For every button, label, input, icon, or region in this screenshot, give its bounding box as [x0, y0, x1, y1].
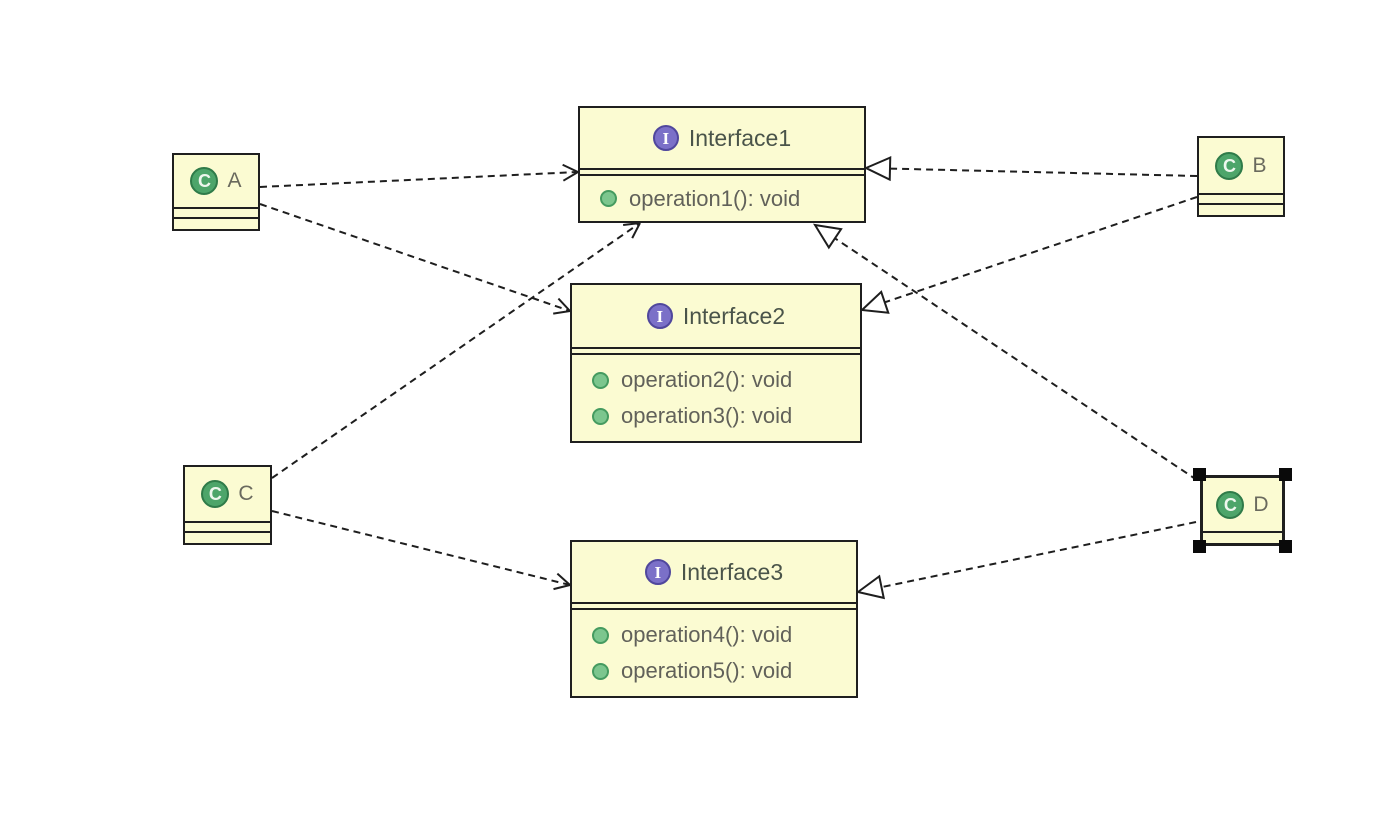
node-classB[interactable]: C B	[1197, 136, 1285, 217]
class-icon: C	[1215, 151, 1244, 180]
open-arrowhead	[556, 572, 571, 586]
compartment-separator	[572, 347, 860, 355]
selection-handle-bottom-left[interactable]	[1193, 540, 1206, 553]
classB-name: B	[1252, 153, 1267, 177]
interface3-name: Interface3	[680, 558, 784, 585]
interface-icon: I	[646, 303, 673, 329]
edge-D-Interface3[interactable]	[855, 521, 1197, 600]
operation-row[interactable]: operation1(): void	[580, 186, 864, 212]
interface2-name: Interface2	[682, 302, 786, 329]
open-arrowhead	[557, 297, 571, 312]
operation-row[interactable]: operation2(): void	[572, 367, 860, 393]
operation-label: operation3(): void	[621, 403, 793, 428]
selection-handle-bottom-right[interactable]	[1279, 540, 1292, 553]
hollow-triangle-arrowhead	[813, 223, 843, 250]
attributes-compartment	[174, 207, 258, 217]
operations-compartment	[1199, 203, 1283, 215]
interface1-operations: operation1(): void	[580, 176, 864, 221]
compartment-separator	[580, 168, 864, 176]
operation-row[interactable]: operation5(): void	[572, 658, 856, 684]
open-arrowhead	[622, 222, 641, 226]
interface1-title-bar: I Interface1	[580, 108, 864, 168]
classB-title-bar: C B	[1199, 138, 1283, 193]
classA-name: A	[227, 169, 242, 192]
edge-B-Interface2[interactable]	[859, 196, 1198, 314]
public-operation-icon	[592, 662, 609, 680]
attributes-compartment	[1199, 193, 1283, 203]
operation-label: operation5(): void	[621, 658, 793, 683]
classA-title-bar: C A	[174, 155, 258, 207]
operation-row[interactable]: operation3(): void	[572, 403, 860, 429]
interface-icon: I	[644, 559, 671, 585]
node-classC[interactable]: C C	[183, 465, 272, 545]
interface3-title-bar: I Interface3	[572, 542, 856, 602]
hollow-triangle-arrowhead	[855, 574, 886, 600]
hollow-triangle-arrowhead	[859, 290, 890, 314]
node-classA[interactable]: C A	[172, 153, 260, 231]
interface3-operations: operation4(): void operation5(): void	[572, 610, 856, 696]
node-interface2[interactable]: I Interface2 operation2(): void operatio…	[570, 283, 862, 443]
public-operation-icon	[592, 626, 609, 644]
public-operation-icon	[592, 371, 609, 389]
classD-name: D	[1253, 492, 1269, 516]
class-icon: C	[190, 167, 219, 195]
classD-title-bar: C D	[1203, 478, 1282, 531]
operation-label: operation2(): void	[621, 367, 793, 392]
interface1-name: Interface1	[688, 124, 792, 151]
operation-row[interactable]: operation4(): void	[572, 622, 856, 648]
edge-C-Interface3[interactable]	[271, 510, 571, 591]
open-arrowhead	[553, 310, 571, 315]
open-arrowhead	[562, 163, 579, 173]
node-classD[interactable]: C D	[1193, 468, 1292, 553]
edge-B-Interface1[interactable]	[863, 156, 1198, 182]
open-arrowhead	[562, 171, 579, 182]
operation-label: operation1(): void	[629, 185, 801, 211]
class-icon: C	[201, 480, 230, 508]
compartment-separator	[572, 602, 856, 610]
edge-D-Interface1[interactable]	[813, 223, 1198, 481]
operations-compartment	[185, 531, 270, 543]
open-arrowhead	[631, 222, 641, 239]
interface2-operations: operation2(): void operation3(): void	[572, 355, 860, 441]
selection-handle-top-right[interactable]	[1279, 468, 1292, 481]
interface2-title-bar: I Interface2	[572, 285, 860, 347]
classC-name: C	[238, 482, 254, 505]
operations-compartment	[174, 217, 258, 229]
edge-A-Interface1[interactable]	[259, 163, 579, 188]
open-arrowhead	[553, 584, 571, 591]
operation-label: operation4(): void	[621, 622, 793, 647]
classC-title-bar: C C	[185, 467, 270, 521]
operations-compartment	[1203, 531, 1282, 543]
attributes-compartment	[185, 521, 270, 531]
hollow-triangle-arrowhead	[863, 156, 892, 182]
node-interface3[interactable]: I Interface3 operation4(): void operatio…	[570, 540, 858, 698]
class-icon: C	[1216, 490, 1245, 519]
selection-handle-top-left[interactable]	[1193, 468, 1206, 481]
public-operation-icon	[592, 407, 609, 425]
edge-A-Interface2[interactable]	[259, 203, 571, 315]
interface-icon: I	[652, 125, 679, 151]
public-operation-icon	[600, 190, 617, 207]
node-interface1[interactable]: I Interface1 operation1(): void	[578, 106, 866, 223]
